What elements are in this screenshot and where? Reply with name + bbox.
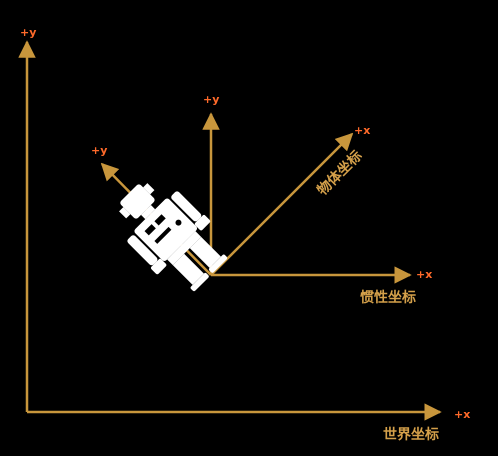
inertial-y-label: +y — [203, 93, 219, 106]
robot-icon — [119, 183, 228, 292]
object-y-label: +y — [91, 144, 107, 157]
object-x-label: +x — [354, 124, 370, 137]
world-axes: +y +x 世界坐标 — [18, 26, 470, 443]
inertial-axes: +y +x 惯性坐标 — [202, 93, 432, 306]
world-caption: 世界坐标 — [383, 426, 439, 443]
world-x-label: +x — [454, 408, 470, 421]
object-caption: 物体坐标 — [314, 147, 366, 199]
world-y-label: +y — [20, 26, 36, 39]
inertial-caption: 惯性坐标 — [360, 289, 416, 306]
inertial-x-label: +x — [416, 268, 432, 281]
object-x-axis — [210, 132, 354, 276]
